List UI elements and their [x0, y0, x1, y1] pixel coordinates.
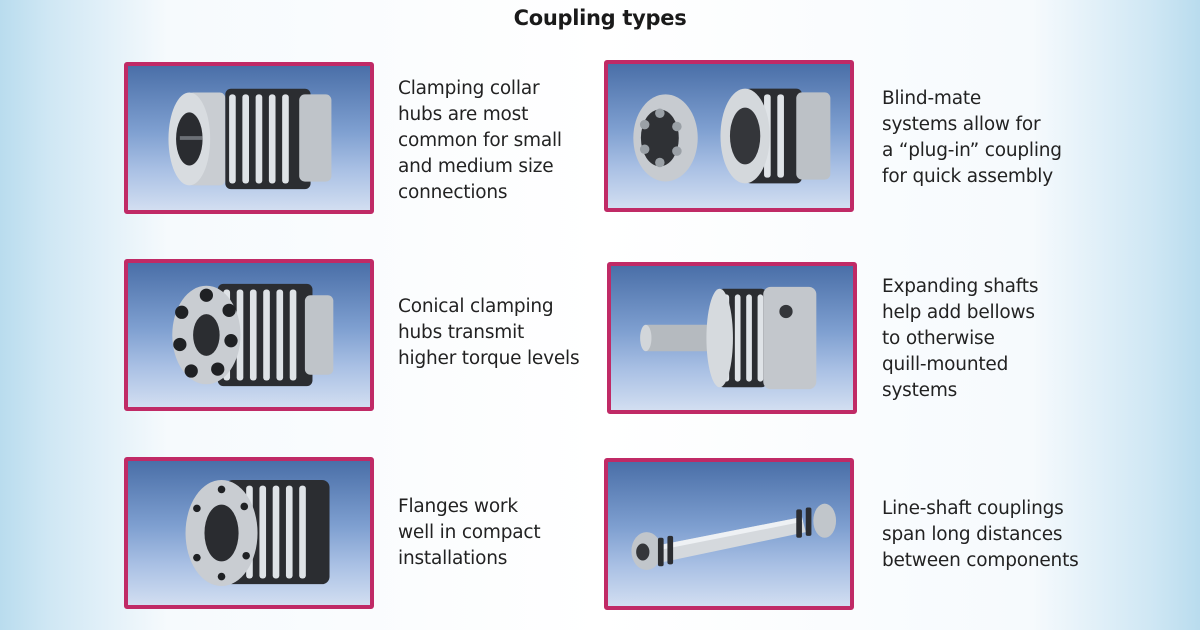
flange-description: Flanges work well in compact installatio…: [398, 496, 541, 569]
page-title: Coupling types: [513, 6, 687, 30]
blind-mate-description: Blind-mate systems allow for a “plug-in”…: [882, 88, 1062, 187]
clamping-collar-photo: [124, 62, 374, 214]
clamping-collar-description: Clamping collar hubs are most common for…: [398, 78, 562, 203]
conical-clamping-description: Conical clamping hubs transmit higher to…: [398, 296, 580, 369]
clamping-collar-coupling-icon: [168, 88, 332, 190]
blind-mate-photo: [604, 60, 854, 212]
line-shaft-photo: [604, 458, 854, 610]
flange-photo: [124, 457, 374, 609]
line-shaft-description: Line-shaft couplings span long distances…: [882, 498, 1079, 571]
blind-mate-coupling-icon: [633, 88, 831, 184]
conical-clamping-photo: [124, 259, 374, 411]
expanding-shaft-photo: [607, 262, 857, 414]
line-shaft-coupling-icon: [631, 503, 837, 570]
expanding-shaft-coupling-icon: [640, 286, 817, 390]
expanding-shaft-description: Expanding shafts help add bellows to oth…: [882, 276, 1039, 401]
conical-clamping-coupling-icon: [172, 283, 334, 387]
flange-coupling-icon: [185, 479, 330, 587]
